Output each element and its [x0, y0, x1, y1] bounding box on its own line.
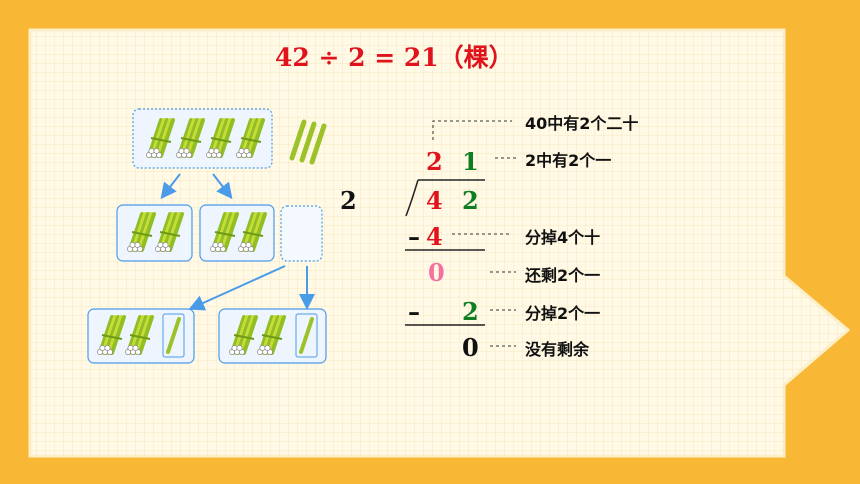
arrow-icon	[188, 265, 286, 311]
bundle-icon	[210, 212, 239, 252]
bundle-icon	[125, 315, 154, 355]
note-subtract-ones: 分掉2个一	[525, 304, 601, 323]
bundle-icon	[155, 212, 184, 252]
group-box-leftover	[280, 205, 323, 262]
note-subtract-tens: 分掉4个十	[525, 228, 601, 247]
bundle-icon	[257, 315, 286, 355]
single-stick-icon	[289, 119, 327, 165]
note-remaining: 还剩2个一	[525, 266, 601, 285]
dividend-tens: 4	[426, 186, 443, 215]
page-title: 42 ÷ 2 = 21（棵）	[275, 43, 514, 72]
subtract-tens: 4	[426, 222, 443, 251]
remainder-tens: 0	[428, 258, 445, 287]
bundle-icon	[229, 315, 258, 355]
division-bracket	[405, 179, 485, 217]
arrow-icon	[160, 173, 181, 200]
dividend-ones: 2	[462, 186, 479, 215]
quotient-ones: 1	[462, 147, 479, 176]
single-stick-icon	[299, 317, 314, 354]
divisor: 2	[340, 186, 357, 215]
note-no-remainder: 没有剩余	[525, 340, 590, 359]
single-stick-icon	[166, 317, 181, 354]
annotation-connectors	[432, 120, 516, 347]
note-two: 2中有2个一	[525, 151, 612, 170]
bundle-icon	[97, 315, 126, 355]
bundle-icon	[127, 212, 156, 252]
subtract-ones: 2	[462, 297, 479, 326]
bundle-icon	[176, 118, 205, 158]
bundle-icon	[146, 118, 175, 158]
quotient-tens: 2	[426, 147, 443, 176]
arrow-icon	[212, 173, 233, 200]
bundle-icon	[236, 118, 265, 158]
minus-sign: –	[408, 297, 420, 326]
note-forty: 40中有2个二十	[525, 114, 639, 133]
final-remainder: 0	[462, 333, 479, 362]
bundle-icon	[206, 118, 235, 158]
bundle-icon	[238, 212, 267, 252]
minus-sign: –	[408, 222, 420, 251]
